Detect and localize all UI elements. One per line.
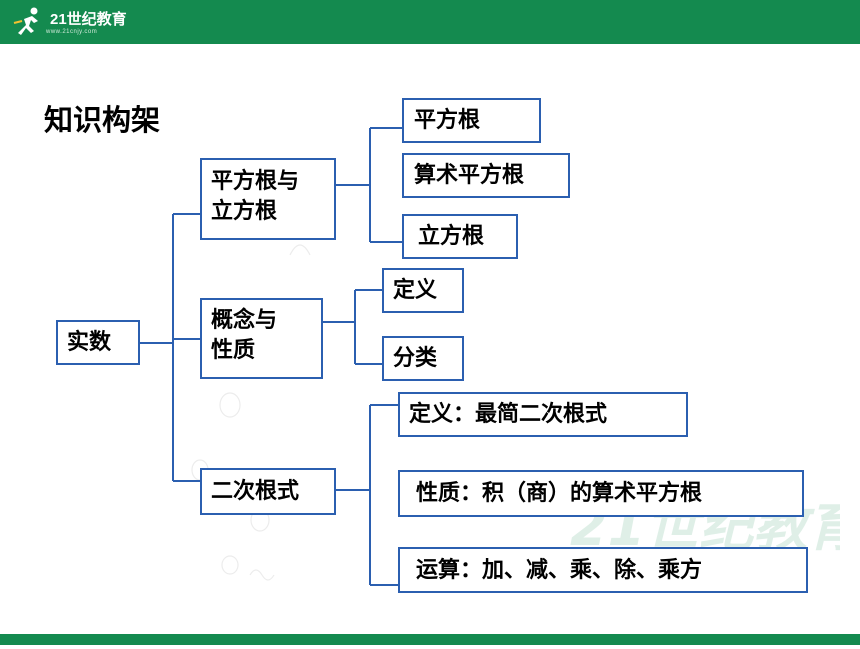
- node-b3-leaf2-label: 性质：积（商）的算术平方根: [416, 481, 703, 506]
- node-b2-leaf1-label: 定义: [393, 278, 438, 303]
- node-b3-leaf1-label: 定义：最简二次根式: [409, 402, 608, 427]
- node-branch2-line2: 性质: [211, 338, 256, 363]
- node-branch1: 平方根与 立方根: [200, 158, 336, 240]
- node-b1-leaf1-label: 平方根: [414, 108, 481, 133]
- node-b2-leaf2-label: 分类: [393, 346, 438, 371]
- node-root: 实数: [56, 320, 140, 365]
- node-b1-leaf1: 平方根: [402, 98, 541, 143]
- logo-text: 21世纪教育: [50, 10, 127, 28]
- brand-logo: 21世纪教育 www.21cnjy.com: [12, 5, 127, 39]
- logo-url: www.21cnjy.com: [46, 28, 98, 35]
- node-root-label: 实数: [67, 330, 112, 355]
- node-b2-leaf2: 分类: [382, 336, 464, 381]
- runner-logo-icon: [13, 7, 38, 35]
- node-branch1-line2: 立方根: [211, 199, 278, 224]
- page-title: 知识构架: [44, 103, 161, 137]
- node-branch3: 二次根式: [200, 468, 336, 515]
- node-b3-leaf3: 运算：加、减、乘、除、乘方: [398, 547, 808, 593]
- node-branch1-line1: 平方根与: [211, 169, 300, 194]
- node-b1-leaf2: 算术平方根: [402, 153, 570, 198]
- node-b1-leaf2-label: 算术平方根: [414, 163, 525, 188]
- node-b3-leaf1: 定义：最简二次根式: [398, 392, 688, 437]
- node-b1-leaf3: 立方根: [402, 214, 518, 259]
- node-b1-leaf3-label: 立方根: [418, 224, 485, 249]
- node-b3-leaf2: 性质：积（商）的算术平方根: [398, 470, 804, 517]
- footer-bar: [0, 634, 860, 645]
- node-branch2-line1: 概念与: [211, 308, 278, 333]
- header-bar: 21世纪教育 www.21cnjy.com: [0, 0, 860, 44]
- node-b3-leaf3-label: 运算：加、减、乘、除、乘方: [416, 558, 703, 583]
- node-branch3-label: 二次根式: [211, 479, 300, 504]
- node-branch2: 概念与 性质: [200, 298, 323, 379]
- node-b2-leaf1: 定义: [382, 268, 464, 313]
